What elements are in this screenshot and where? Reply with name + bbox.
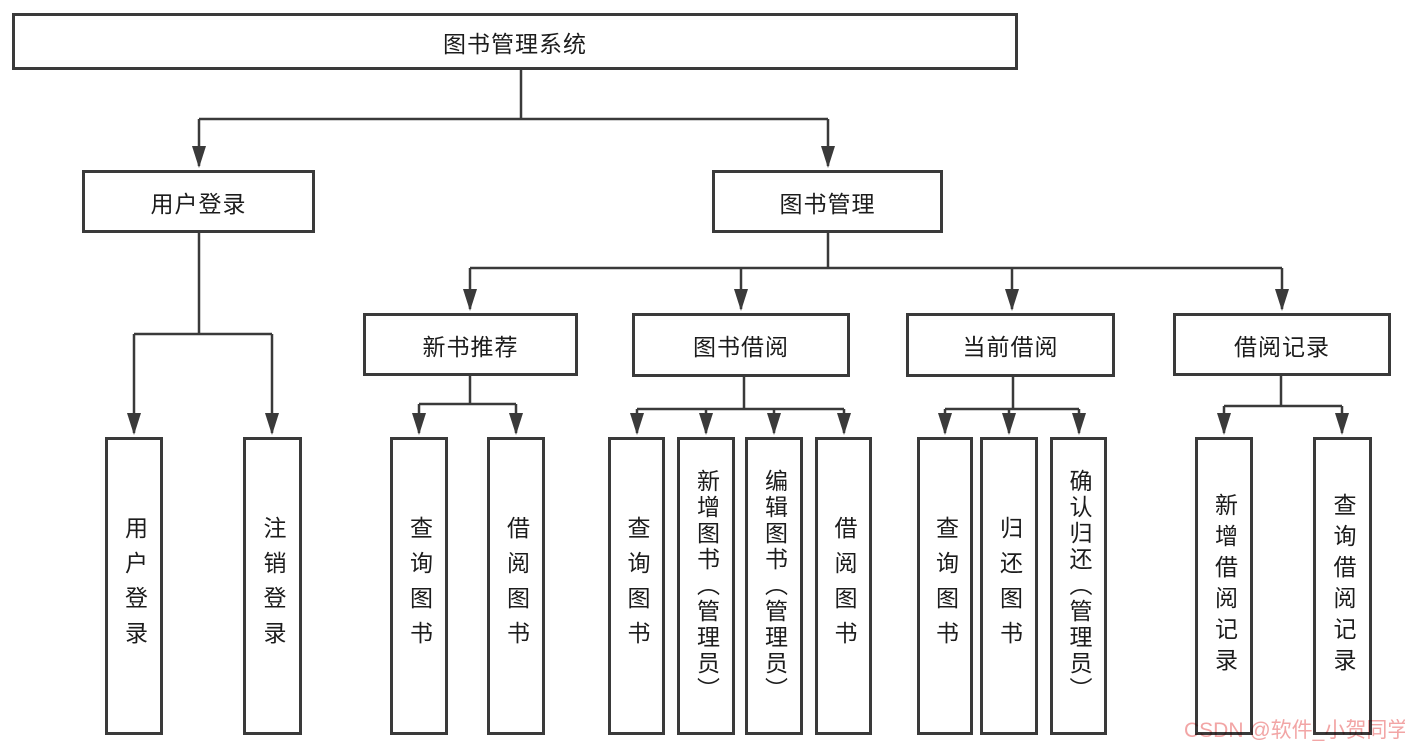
connector-arrows (127, 119, 1349, 435)
node-book-management: 图书管理 (712, 170, 943, 233)
node-label: 查询图书 (406, 516, 433, 656)
node-label: 新增图书（管理员） (693, 469, 720, 703)
node-leaf-query-borrow-record: 查询借阅记录 (1313, 437, 1372, 735)
node-leaf-edit-books-admin: 编辑图书（管理员） (745, 437, 803, 735)
node-current-borrow: 当前借阅 (906, 313, 1115, 377)
node-label: 查询图书 (624, 516, 650, 656)
node-label: 用户登录 (121, 516, 148, 656)
node-label: 借阅记录 (1234, 333, 1330, 360)
connector (199, 70, 828, 121)
node-leaf-query-books-1: 查询图书 (390, 437, 448, 735)
node-label: 借阅图书 (503, 516, 530, 656)
node-leaf-borrow-books-1: 借阅图书 (487, 437, 545, 735)
node-leaf-logout: 注销登录 (243, 437, 302, 735)
connector (134, 233, 272, 336)
node-label: 图书管理 (779, 190, 876, 217)
node-label: 用户登录 (150, 190, 247, 217)
node-label: 图书借阅 (693, 334, 789, 360)
node-new-book-recommend: 新书推荐 (363, 313, 578, 376)
node-leaf-query-books-2: 查询图书 (608, 437, 665, 735)
node-label: 借阅图书 (831, 516, 857, 656)
node-label: 编辑图书（管理员） (761, 469, 788, 703)
node-leaf-return-books: 归还图书 (980, 437, 1038, 735)
node-label: 图书管理系统 (443, 30, 587, 57)
watermark: CSDN @软件_小贺同学 (1184, 719, 1405, 742)
node-label: 当前借阅 (962, 334, 1059, 360)
connector (470, 233, 1282, 270)
node-borrow-records: 借阅记录 (1173, 313, 1391, 376)
node-leaf-confirm-return-admin: 确认归还（管理员） (1050, 437, 1107, 735)
node-label: 查询图书 (932, 516, 959, 656)
node-label: 新书推荐 (422, 333, 519, 360)
node-user-login: 用户登录 (82, 170, 315, 233)
node-book-borrow: 图书借阅 (632, 313, 850, 377)
node-leaf-user-login: 用户登录 (105, 437, 163, 735)
connector (637, 377, 844, 411)
node-label: 查询借阅记录 (1330, 493, 1356, 679)
node-leaf-add-borrow-record: 新增借阅记录 (1195, 437, 1253, 735)
node-label: 确认归还（管理员） (1066, 469, 1092, 703)
node-library-management-system: 图书管理系统 (12, 13, 1018, 70)
node-leaf-borrow-books-2: 借阅图书 (815, 437, 872, 735)
connector (1224, 376, 1342, 408)
node-label: 归还图书 (996, 516, 1023, 656)
connector (419, 376, 516, 406)
node-leaf-add-books-admin: 新增图书（管理员） (677, 437, 735, 735)
node-leaf-query-books-3: 查询图书 (917, 437, 973, 735)
node-label: 新增借阅记录 (1211, 493, 1238, 679)
node-label: 注销登录 (260, 516, 286, 656)
connector (945, 377, 1079, 411)
